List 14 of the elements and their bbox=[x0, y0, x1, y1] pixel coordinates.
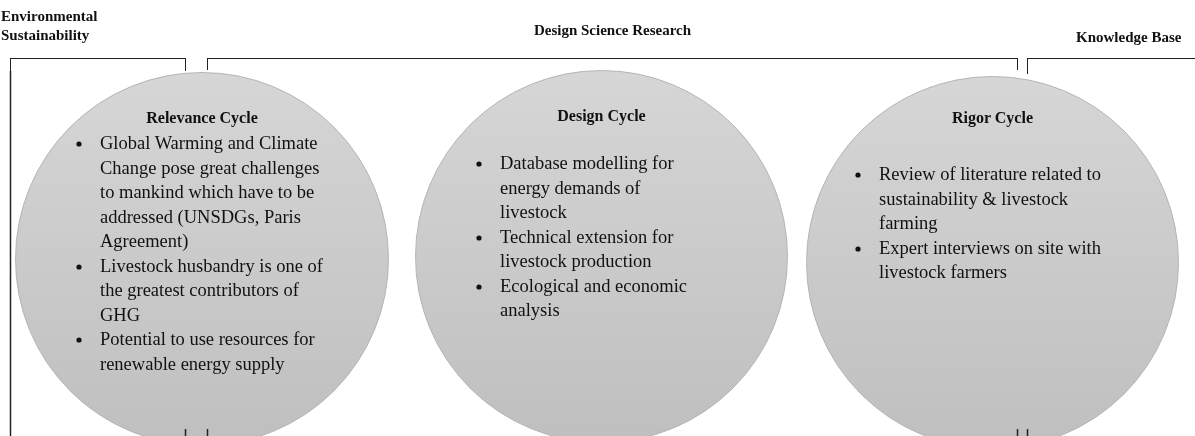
bullet-text: Technical extension for livestock production bbox=[500, 226, 674, 271]
cycle-heading: Rigor Cycle bbox=[951, 109, 1034, 127]
bullet-text: Potential to use resources for renewable energy supply bbox=[100, 329, 315, 374]
bullet-text: Livestock husbandry is one of the greatest contributors of GHG bbox=[100, 255, 323, 325]
cycle-heading: Design Cycle bbox=[556, 107, 647, 125]
bullet-text: Global Warming and Climate Change pose great challenges to mankind which have to be addressed (UNSDGs, Paris Agreement) bbox=[100, 133, 320, 251]
section-heading: Knowledge Base bbox=[1076, 28, 1182, 47]
bullet-text: Review of literature related to sustainability & livestock farming bbox=[879, 164, 1101, 233]
bullet-text: Database modelling for energy demands of livestock bbox=[500, 153, 674, 222]
cycle-heading: Relevance Cycle bbox=[145, 109, 259, 127]
bullet-text: Ecological and economic analysis bbox=[500, 275, 687, 320]
section-heading: Design Science Research bbox=[532, 21, 693, 40]
section-heading: Environmental Sustainability bbox=[1, 7, 99, 45]
bullet-text: Expert interviews on site with livestock farmers bbox=[879, 237, 1101, 282]
